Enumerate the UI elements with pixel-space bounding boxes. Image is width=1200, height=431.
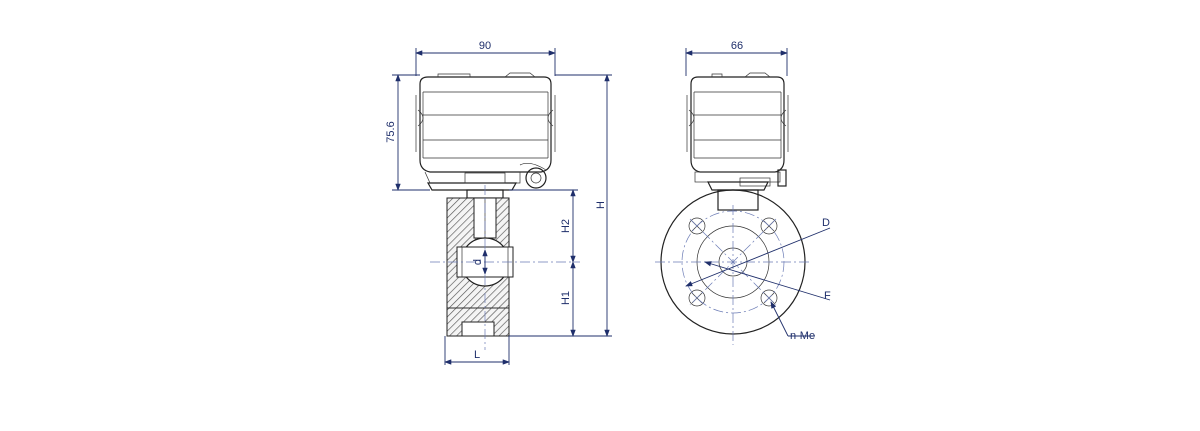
dim-flange-od: F xyxy=(824,290,831,302)
flange-end-view xyxy=(655,189,812,345)
front-dimensions: 90 75.6 H H2 H1 d L xyxy=(385,40,612,365)
dim-bolt-holes: n-Me xyxy=(790,330,815,342)
dim-actuator-height: 75.6 xyxy=(385,121,397,142)
dim-bore: d xyxy=(472,259,484,265)
front-view xyxy=(415,72,580,350)
actuator-front xyxy=(415,72,556,191)
dim-pitch-circle: D xyxy=(822,217,830,229)
dim-overall-height: H xyxy=(595,201,607,209)
dim-side-width: 66 xyxy=(731,40,743,52)
dim-actuator-width: 90 xyxy=(479,40,491,52)
dim-h2: H2 xyxy=(560,219,572,233)
side-view xyxy=(655,72,812,345)
actuator-side xyxy=(686,72,789,211)
dim-h1: H1 xyxy=(560,291,572,305)
dim-length: L xyxy=(474,349,480,361)
side-dimensions: 66 D F n-Me xyxy=(685,40,831,342)
